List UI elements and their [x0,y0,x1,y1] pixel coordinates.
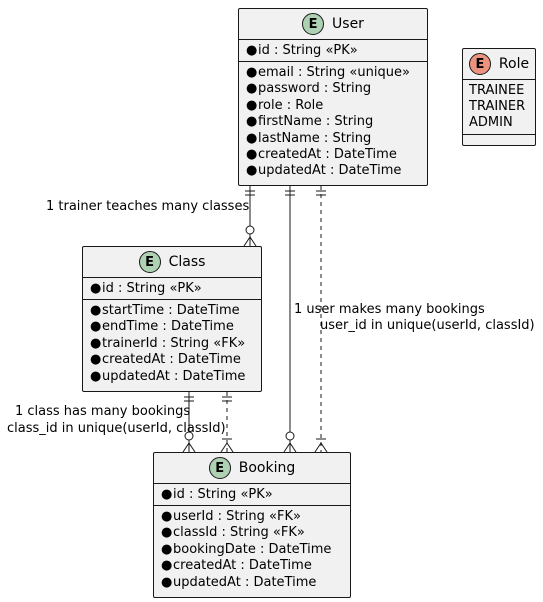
field-row: ●id : String «PK» [90,280,202,296]
field-row: ●startTime : DateTime [90,303,240,319]
entity-role[interactable]: E Role TRAINEE TRAINER ADMIN [462,48,536,146]
bullet-icon: ● [246,65,258,81]
field-row: ●bookingDate : DateTime [161,541,332,557]
pk-section: ●id : String «PK» [83,277,261,299]
field-row: ●createdAt : DateTime [90,352,241,368]
field-row: ●lastName : String [246,130,372,146]
bullet-icon: ● [246,97,258,113]
entity-class[interactable]: E Class ●id : String «PK» ●startTime : D… [82,246,262,392]
relation-label-class-booking: 1 class has many bookings [15,404,191,419]
field-section: ●userId : String «FK» ●classId : String … [154,505,350,593]
field-row: ●createdAt : DateTime [161,558,312,574]
relation-label-class-booking-unique: class_id in unique(userId, classId) [7,421,226,436]
bullet-icon: ● [90,303,102,319]
pk-section: ●id : String «PK» [154,483,350,505]
bullet-icon: ● [161,525,173,541]
entity-header: E Booking [154,453,350,483]
entity-title: Booking [238,460,296,476]
field-row: ●updatedAt : DateTime [161,574,317,590]
bullet-icon: ● [246,81,258,97]
field-row: ●updatedAt : DateTime [90,368,246,384]
field-row: ●classId : String «FK» [161,525,305,541]
bullet-icon: ● [161,558,173,574]
bullet-icon: ● [246,114,258,130]
entity-title: Role [498,56,530,72]
bullet-icon: ● [90,368,102,384]
entity-badge-icon: E [138,251,161,273]
entity-user[interactable]: E User ●id : String «PK» ●email : String… [238,8,428,186]
enum-value: TRAINER [469,99,526,115]
bullet-icon: ● [246,42,258,58]
relation-user-class [243,186,257,247]
field-row: ●userId : String «FK» [161,509,301,525]
bullet-icon: ● [90,335,102,351]
relation-class-booking-dashed [220,392,234,453]
field-row: ●endTime : DateTime [90,319,234,335]
bullet-icon: ● [161,574,173,590]
bullet-icon: ● [246,130,258,146]
bullet-icon: ● [161,486,173,502]
field-row: ●id : String «PK» [161,486,273,502]
relation-label-user-booking: 1 user makes many bookings [294,302,485,317]
bullet-icon: ● [90,319,102,335]
field-row: ●firstName : String [246,114,374,130]
entity-booking[interactable]: E Booking ●id : String «PK» ●userId : St… [153,452,351,598]
field-section: ●email : String «unique» ●password : Str… [239,61,427,182]
bullet-icon: ● [161,509,173,525]
bullet-icon: ● [246,163,258,179]
bullet-icon: ● [246,147,258,163]
enum-value: ADMIN [469,115,513,131]
enum-value: TRAINEE [469,82,525,98]
entity-badge-icon: E [208,457,231,479]
field-row: ●id : String «PK» [246,42,358,58]
field-row: ●updatedAt : DateTime [246,163,402,179]
bullet-icon: ● [90,280,102,296]
relation-user-booking-dashed [314,186,328,453]
field-row: ●createdAt : DateTime [246,147,397,163]
field-row: ●email : String «unique» [246,65,410,81]
field-row: ●password : String [246,81,372,97]
enum-values-section: TRAINEE TRAINER ADMIN [463,79,535,134]
entity-title: User [332,16,364,32]
enum-badge-icon: E [468,53,491,75]
bullet-icon: ● [161,541,173,557]
relation-user-booking-solid [283,186,297,453]
field-row: ●trainerId : String «FK» [90,335,246,351]
relation-label-user-booking-unique: user_id in unique(userId, classId) [320,318,535,333]
entity-header: E User [239,9,427,39]
field-row: ●role : Role [246,97,324,113]
entity-title: Class [168,254,206,270]
empty-section [463,134,535,141]
entity-badge-icon: E [302,13,325,35]
entity-header: E Class [83,247,261,277]
field-section: ●startTime : DateTime ●endTime : DateTim… [83,299,261,387]
relation-label-user-class: 1 trainer teaches many classes [46,199,250,214]
pk-section: ●id : String «PK» [239,39,427,61]
relation-class-booking-solid [182,392,196,453]
bullet-icon: ● [90,352,102,368]
entity-header: E Role [463,49,535,79]
